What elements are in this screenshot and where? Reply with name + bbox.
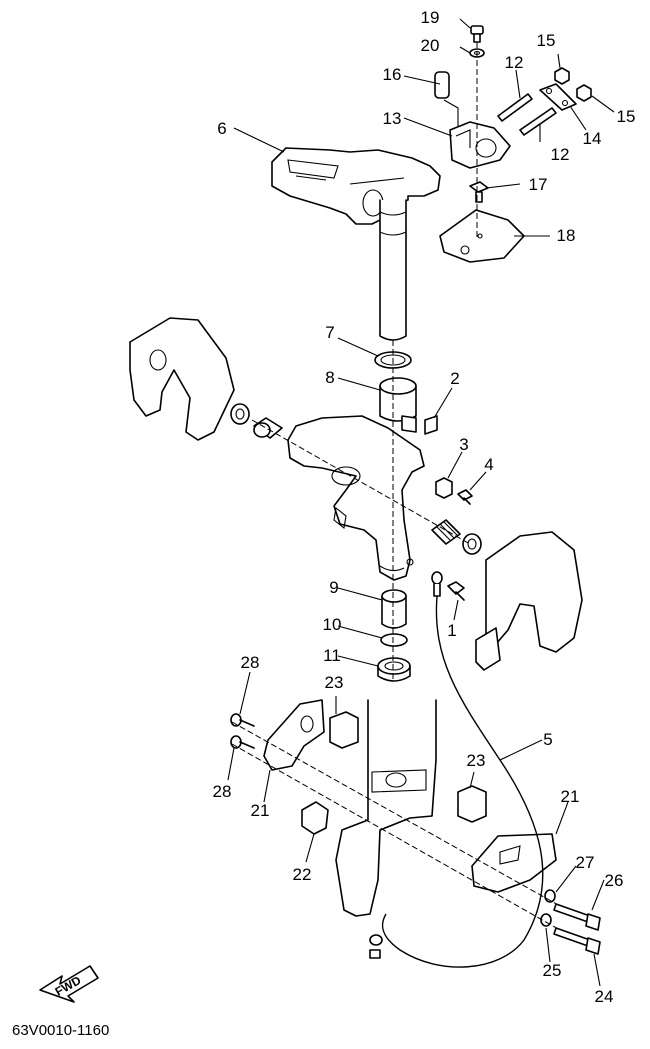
pin-16 [434, 71, 459, 134]
callout-6: 6 [217, 119, 226, 138]
washer-left [230, 403, 250, 425]
friction-bracket [449, 121, 511, 169]
callout-24: 24 [595, 987, 614, 1006]
callout-15-lower: 15 [617, 107, 636, 126]
callout-11: 11 [323, 646, 341, 665]
steering-arm [271, 147, 441, 225]
mount-bracket-21-right [471, 833, 557, 893]
nuts-15 [554, 67, 592, 102]
rubber-mount-23-upper [329, 711, 359, 749]
clamp-bracket-right [475, 531, 583, 671]
callout-28-lower: 28 [213, 782, 232, 801]
leader-lines [227, 18, 615, 987]
spring-bushing [431, 519, 461, 545]
callout-15-upper: 15 [537, 31, 556, 50]
callout-labels: 1 2 3 4 5 6 7 8 9 10 11 12 12 13 14 15 1… [213, 8, 636, 1006]
callout-1: 1 [447, 621, 456, 640]
callout-20: 20 [421, 36, 440, 55]
callout-4: 4 [484, 455, 493, 474]
callout-5: 5 [543, 730, 552, 749]
bolt-26 [553, 903, 601, 931]
callout-26: 26 [605, 871, 624, 890]
callout-18: 18 [557, 226, 576, 245]
drawing-code: 63V0010-1160 [12, 1022, 109, 1039]
screw-17 [469, 181, 489, 203]
callout-14: 14 [583, 129, 602, 148]
nut-3 [435, 477, 453, 499]
callout-12-lower: 12 [551, 145, 570, 164]
callout-2: 2 [450, 369, 459, 388]
ground-terminal-bottom [369, 934, 383, 959]
callout-21-left: 21 [251, 801, 270, 820]
callout-7: 7 [325, 323, 334, 342]
clip-2 [424, 415, 438, 435]
callout-27: 27 [576, 853, 595, 872]
callout-22: 22 [293, 865, 312, 884]
callout-16: 16 [383, 65, 402, 84]
callout-21-right: 21 [561, 787, 580, 806]
bolt-1 [447, 581, 465, 601]
screw-4 [457, 489, 473, 505]
terminal-lead [431, 571, 443, 597]
swivel-bracket [287, 415, 425, 581]
bushing-8 [379, 377, 417, 433]
mount-bracket-21-left [263, 699, 325, 771]
rubber-mount-23-lower [457, 785, 487, 823]
callout-25: 25 [543, 961, 562, 980]
fwd-arrow-icon: FWD [39, 965, 99, 1003]
callout-3: 3 [459, 435, 468, 454]
screws-28 [230, 713, 255, 749]
tilt-tube [253, 417, 283, 439]
washer-right [462, 533, 482, 555]
seal-11 [377, 657, 411, 682]
steering-shaft [379, 199, 407, 341]
rubber-mount-22 [301, 801, 329, 835]
callout-10: 10 [323, 615, 342, 634]
studs-12 [497, 93, 557, 136]
plate-18 [439, 209, 525, 263]
callout-23-upper: 23 [325, 673, 344, 692]
callout-9: 9 [329, 578, 338, 597]
bushing-9 [381, 589, 407, 629]
callout-28-upper: 28 [241, 653, 260, 672]
axis-tilt [251, 419, 471, 545]
oring-10 [380, 633, 408, 647]
callout-23-lower: 23 [467, 751, 486, 770]
callout-17: 17 [529, 175, 548, 194]
clip-14 [539, 83, 577, 111]
callout-12-upper: 12 [505, 53, 524, 72]
callout-8: 8 [325, 368, 334, 387]
bolt-19 [470, 25, 484, 43]
callout-13: 13 [383, 109, 402, 128]
clamp-bracket-left [129, 317, 235, 441]
bolt-24 [553, 927, 601, 955]
ground-cable-5 [381, 595, 544, 968]
callout-19: 19 [421, 8, 440, 27]
